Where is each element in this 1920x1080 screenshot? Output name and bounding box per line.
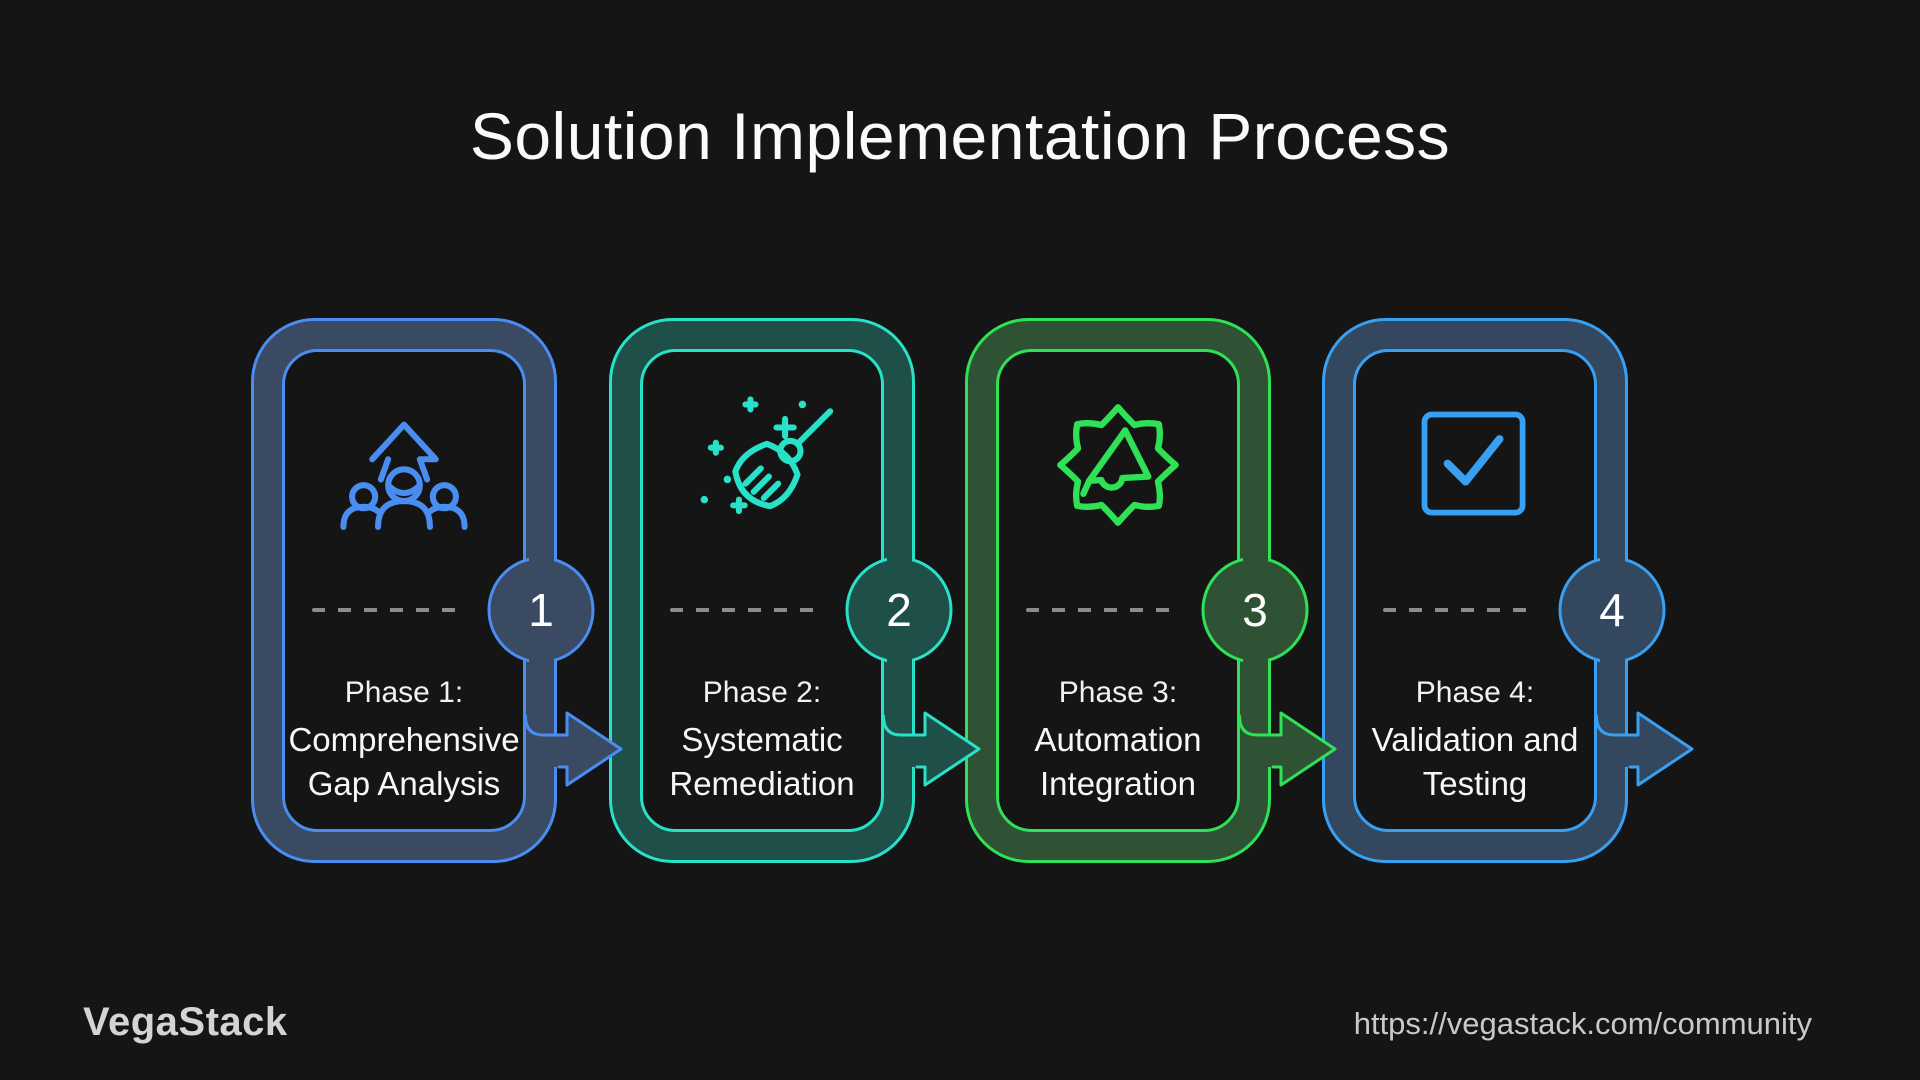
phase-description: Systematic Remediation bbox=[609, 718, 915, 806]
phase-label: Phase 3: bbox=[1058, 676, 1178, 709]
dashed-divider bbox=[1026, 608, 1174, 612]
dashed-divider bbox=[1383, 608, 1531, 612]
step-number: 2 bbox=[886, 584, 912, 636]
phase-description-line: Comprehensive bbox=[288, 721, 520, 758]
footer-url: https://vegastack.com/community bbox=[1353, 1006, 1812, 1041]
phase-description-line: Automation bbox=[1034, 721, 1202, 758]
dashed-divider bbox=[670, 608, 818, 612]
phase-label: Phase 2: bbox=[702, 676, 822, 709]
phase-card-4: 4 Phase 4: Validation and Testing bbox=[1322, 318, 1694, 863]
phase-label: Phase 1: bbox=[344, 676, 464, 709]
team-growth-icon bbox=[340, 421, 468, 531]
phase-card-2-frame bbox=[609, 318, 981, 863]
step-number: 1 bbox=[528, 584, 554, 636]
dashed-divider bbox=[312, 608, 460, 612]
phase-description: Comprehensive Gap Analysis bbox=[251, 718, 557, 806]
phase-card-1: 1 Phase 1: Comprehensive Gap Analysis bbox=[251, 318, 623, 863]
phase-card-2: 2 Phase 2: Systematic Remediation bbox=[609, 318, 981, 863]
phase-card-4-frame bbox=[1322, 318, 1694, 863]
step-number: 4 bbox=[1599, 584, 1625, 636]
checkbox-check-icon bbox=[1421, 411, 1526, 516]
phase-description-line: Testing bbox=[1422, 765, 1528, 802]
phase-description-line: Gap Analysis bbox=[307, 765, 501, 802]
arrow-right-icon bbox=[1625, 713, 1692, 785]
phase-card-3: 3 Phase 3: Automation Integration bbox=[965, 318, 1337, 863]
phase-description-line: Systematic bbox=[681, 721, 843, 758]
phase-description-line: Remediation bbox=[669, 765, 855, 802]
vegastack-logo: VegaStack bbox=[83, 1000, 288, 1044]
phase-description: Automation Integration bbox=[965, 718, 1271, 806]
phase-description-line: Validation and bbox=[1371, 721, 1579, 758]
phase-description: Validation and Testing bbox=[1322, 718, 1628, 806]
arrow-right-icon bbox=[912, 713, 979, 785]
phase-label: Phase 4: bbox=[1415, 676, 1535, 709]
gear-megaphone-icon bbox=[1057, 404, 1179, 526]
page-title: Solution Implementation Process bbox=[469, 99, 1451, 173]
phase-card-1-frame bbox=[251, 318, 623, 863]
step-number: 3 bbox=[1242, 584, 1268, 636]
arrow-right-icon bbox=[554, 713, 621, 785]
broom-sparkles-icon bbox=[700, 396, 834, 515]
phase-card-3-frame bbox=[965, 318, 1337, 863]
phase-description-line: Integration bbox=[1040, 765, 1196, 802]
arrow-right-icon bbox=[1268, 713, 1335, 785]
